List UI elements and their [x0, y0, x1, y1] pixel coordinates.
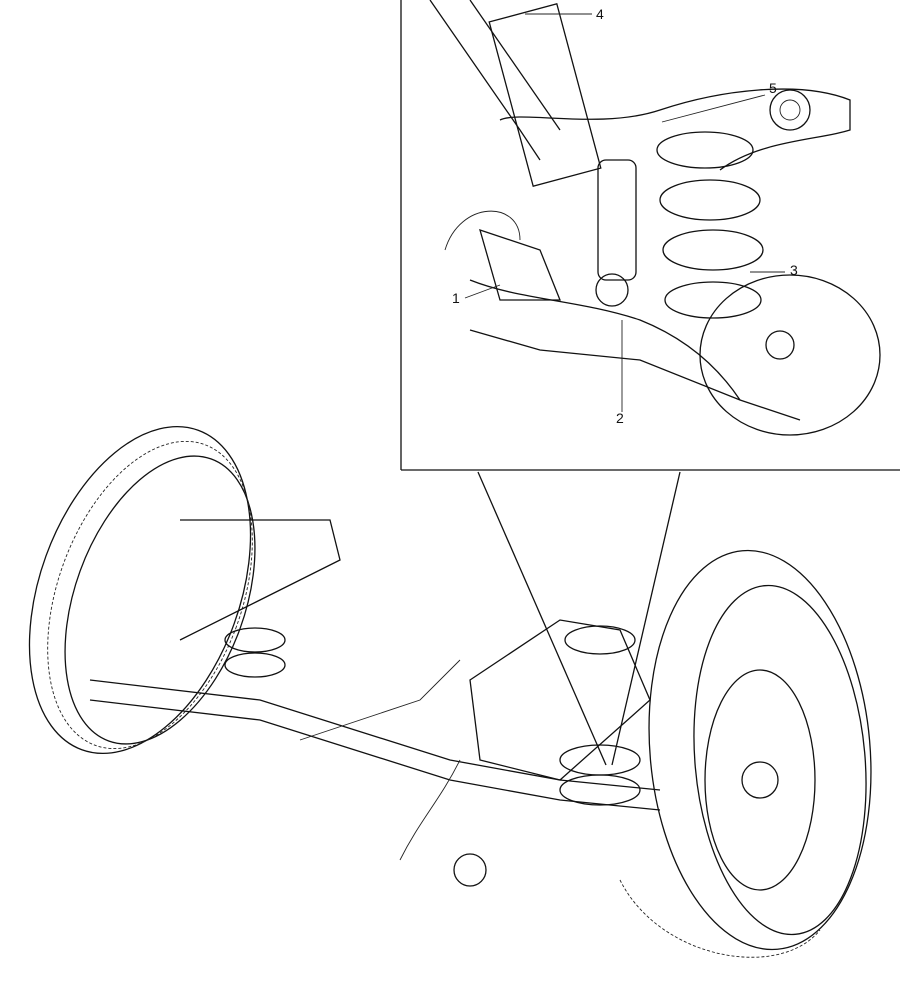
inset-detail	[429, 0, 881, 436]
callout-1: 1	[452, 290, 460, 306]
right-wheel	[619, 549, 872, 958]
callout-3: 3	[790, 262, 798, 278]
axle-assembly	[89, 519, 661, 887]
left-wheel	[28, 425, 256, 755]
callout-2: 2	[616, 410, 624, 426]
callout-5: 5	[769, 80, 777, 96]
leader-lines	[464, 13, 785, 412]
callout-4: 4	[596, 6, 604, 22]
inset-frame	[400, 0, 900, 766]
